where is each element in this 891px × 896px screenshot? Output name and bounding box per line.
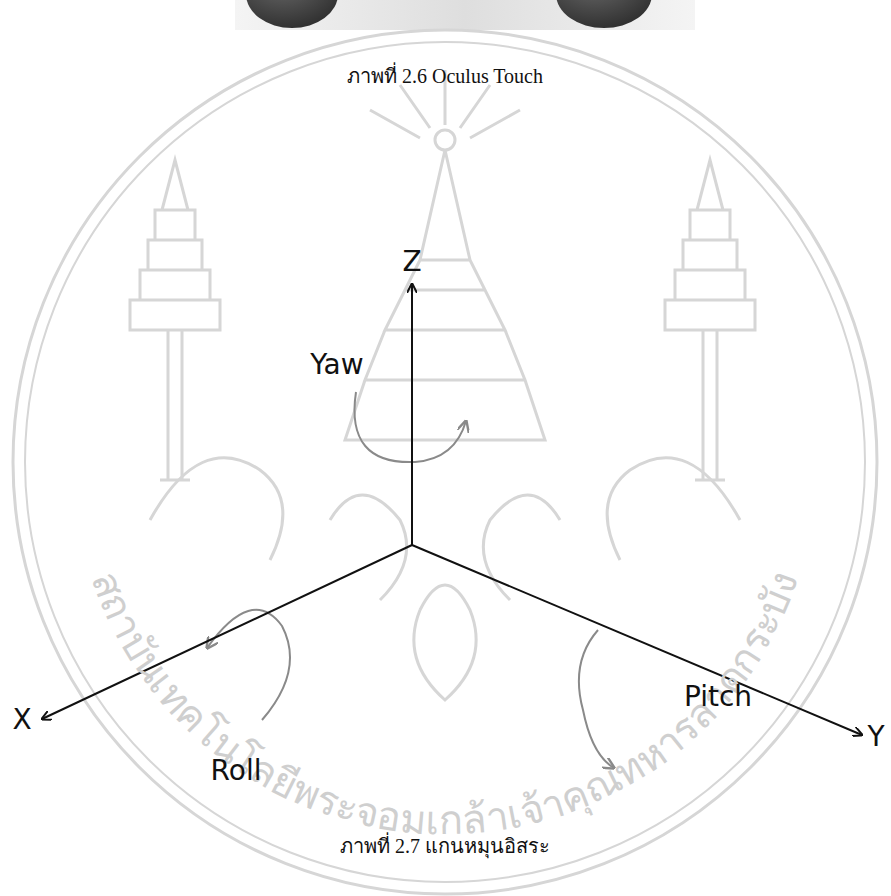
watermark-emblem bbox=[13, 30, 877, 894]
x-axis bbox=[42, 545, 412, 719]
rotation-arrows bbox=[207, 392, 614, 768]
figure-caption: ภาพที่ 2.6 Oculus Touch bbox=[347, 65, 543, 88]
rotation-label: Yaw bbox=[310, 349, 363, 381]
rotation-label: Roll bbox=[211, 755, 262, 787]
watermark-text: สถาบันเทคโนโลยีพระจอมเกล้าเจ้าคุณทหารลาด… bbox=[83, 565, 808, 843]
controller-photo bbox=[235, 0, 695, 30]
yaw-arc bbox=[355, 392, 466, 462]
roll-arc bbox=[207, 610, 290, 720]
axis-label: Z bbox=[402, 246, 421, 278]
axis-label: Y bbox=[867, 721, 884, 753]
pitch-arc bbox=[579, 630, 614, 768]
axis-label: X bbox=[12, 704, 31, 736]
z-axis bbox=[411, 284, 413, 545]
y-axis bbox=[412, 545, 862, 735]
figure-caption: ภาพที่ 2.7 แกนหมุนอิสระ bbox=[340, 835, 550, 858]
rotation-label: Pitch bbox=[684, 681, 752, 713]
watermark-text: สถาบันเทคโนโลยีพระจอมเกล้าเจ้าคุณทหารลาด… bbox=[83, 565, 808, 843]
